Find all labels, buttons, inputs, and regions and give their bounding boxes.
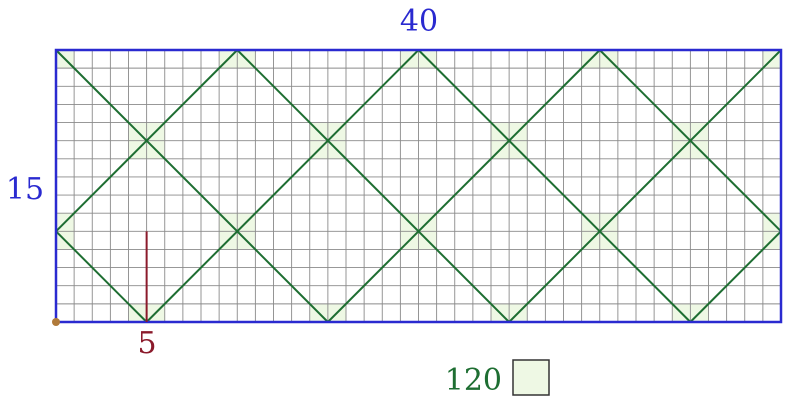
- outer-rectangle: [54, 48, 783, 324]
- count-label: 120: [445, 363, 502, 398]
- segment-label: 5: [137, 326, 156, 361]
- diagonal-line-rising: [327, 49, 601, 323]
- grid-lines: [56, 50, 781, 322]
- diagonal-line-rising: [508, 49, 782, 323]
- diagonal-line-falling: [236, 49, 510, 323]
- width-label: 40: [400, 4, 438, 39]
- height-label: 15: [6, 172, 44, 207]
- diagonal-line-falling: [55, 230, 148, 323]
- diagonal-line-falling: [599, 49, 782, 233]
- legend-square: [512, 359, 550, 396]
- origin-dot: [52, 318, 60, 326]
- diagonal-line-falling: [55, 49, 329, 323]
- diagonal-line-rising: [689, 230, 782, 323]
- diagonal-line-falling: [417, 49, 692, 323]
- diagonal-lines: [55, 49, 782, 323]
- diagonal-line-rising: [145, 49, 420, 323]
